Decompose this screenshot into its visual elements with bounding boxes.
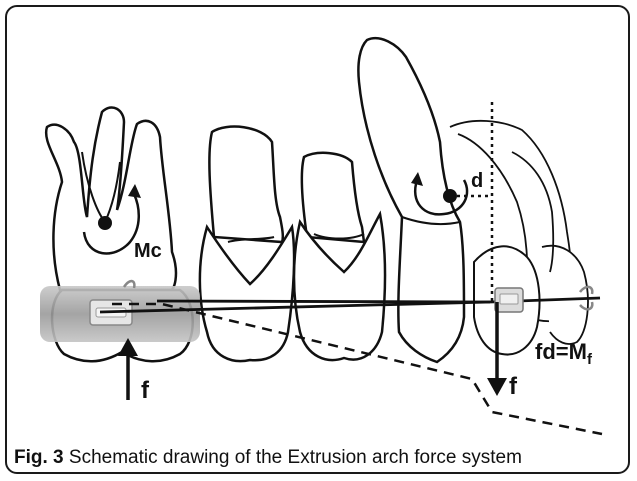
premolar-2-root <box>302 153 364 242</box>
force-arrow-incisor-head <box>487 378 507 396</box>
formula-subscript: f <box>587 351 593 368</box>
arch-wire-diagonal <box>157 301 490 302</box>
incisor-bracket-slot <box>500 294 518 304</box>
premolar-1-crown <box>200 227 294 361</box>
label-moment-formula: fd=Mf <box>535 339 593 368</box>
incisor-crown-lateral <box>542 246 588 344</box>
molar-center-of-resistance <box>98 216 112 230</box>
figure-frame: Mc f d f fd=Mf <box>5 5 630 474</box>
label-force-left: f <box>141 377 150 404</box>
premolar-1-root <box>209 127 282 242</box>
label-moment-couple: Mc <box>134 240 162 262</box>
label-force-right: f <box>509 373 518 400</box>
figure-caption: Fig. 3 Schematic drawing of the Extrusio… <box>14 447 522 469</box>
label-distance: d <box>471 170 483 192</box>
formula-main: fd=M <box>535 339 587 364</box>
extrusion-arch-diagram: Mc f d f fd=Mf <box>7 7 630 474</box>
caption-label: Fig. 3 <box>14 447 64 468</box>
canine-center-of-resistance <box>443 189 457 203</box>
caption-text: Schematic drawing of the Extrusion arch … <box>69 447 522 468</box>
molar-tooth <box>46 107 176 290</box>
